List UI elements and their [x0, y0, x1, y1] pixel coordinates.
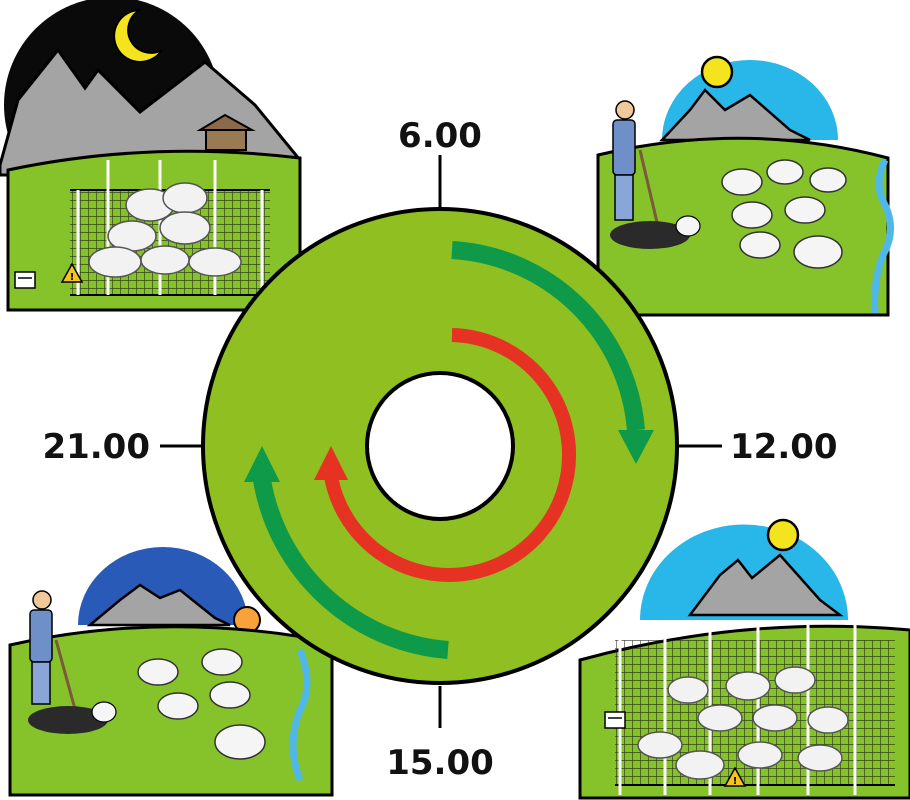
river	[289, 648, 311, 782]
morning-herding-scene	[596, 55, 894, 317]
grazing-sheep-flock	[137, 648, 266, 760]
sheep-pen	[615, 625, 895, 795]
mountains	[86, 583, 231, 627]
sun-icon	[766, 518, 800, 552]
sleeping-sheep-flock	[88, 182, 242, 278]
green-arrow-morning	[451, 241, 654, 464]
crescent-moon-icon	[113, 9, 163, 63]
fence-energizer-icon	[604, 711, 626, 729]
electric-fence-warning-icon: !	[60, 262, 84, 283]
red-arrow-rest	[314, 328, 577, 582]
herding-dog	[610, 215, 701, 249]
time-label-left: 21.00	[42, 427, 150, 467]
herding-dog	[28, 701, 117, 734]
mountains	[659, 88, 811, 142]
fence-energizer-icon	[14, 271, 36, 289]
green-arrow-evening	[244, 446, 449, 659]
grazing-sheep-flock	[721, 159, 847, 269]
time-label-top: 6.00	[398, 116, 482, 156]
time-label-right: 12.00	[730, 427, 838, 467]
river	[871, 158, 894, 314]
evening-herding-scene	[8, 547, 334, 797]
svg-text:!: !	[70, 272, 75, 283]
daily-cycle-ring	[201, 207, 679, 685]
shepherd	[29, 590, 80, 721]
mountains	[687, 553, 844, 617]
time-label-bottom: 15.00	[386, 743, 494, 783]
resting-sheep-flock	[637, 666, 849, 780]
svg-text:!: !	[733, 776, 738, 787]
electric-fence-warning-icon: !	[723, 766, 747, 787]
sun-icon	[700, 55, 734, 89]
shepherd	[612, 100, 662, 236]
hut	[196, 113, 256, 151]
night-pen-scene: !	[0, 0, 302, 312]
